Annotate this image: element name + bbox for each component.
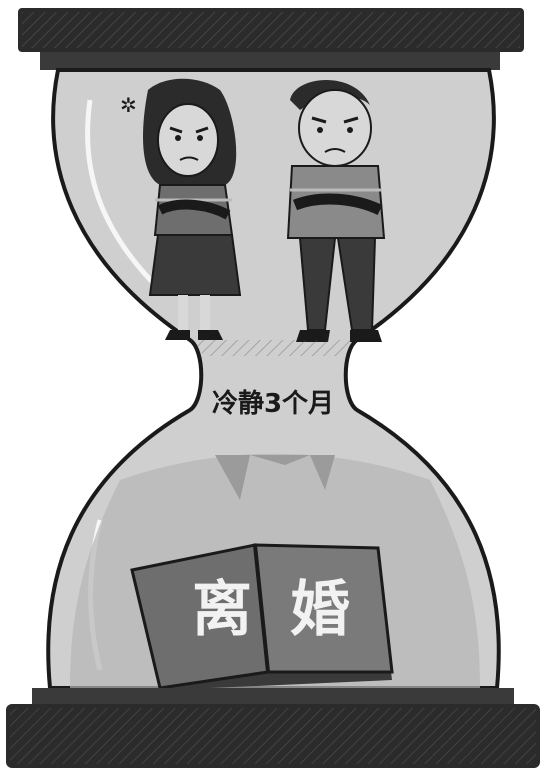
glass-highlight-top [85, 99, 162, 292]
neck-shadow [190, 340, 357, 356]
man-figure [286, 80, 386, 342]
hourglass-top-cap [18, 8, 524, 70]
book-right-char: 婚 [290, 575, 350, 645]
svg-text:✲: ✲ [120, 93, 137, 117]
sand-drip [215, 455, 335, 500]
book-left-char: 离 [192, 575, 252, 645]
hourglass-bottom-cap [6, 688, 540, 768]
caption-text: 冷静3个月 [212, 388, 334, 419]
book-icon: 离 婚 [130, 543, 394, 690]
woman-figure: ✲ [120, 78, 242, 340]
